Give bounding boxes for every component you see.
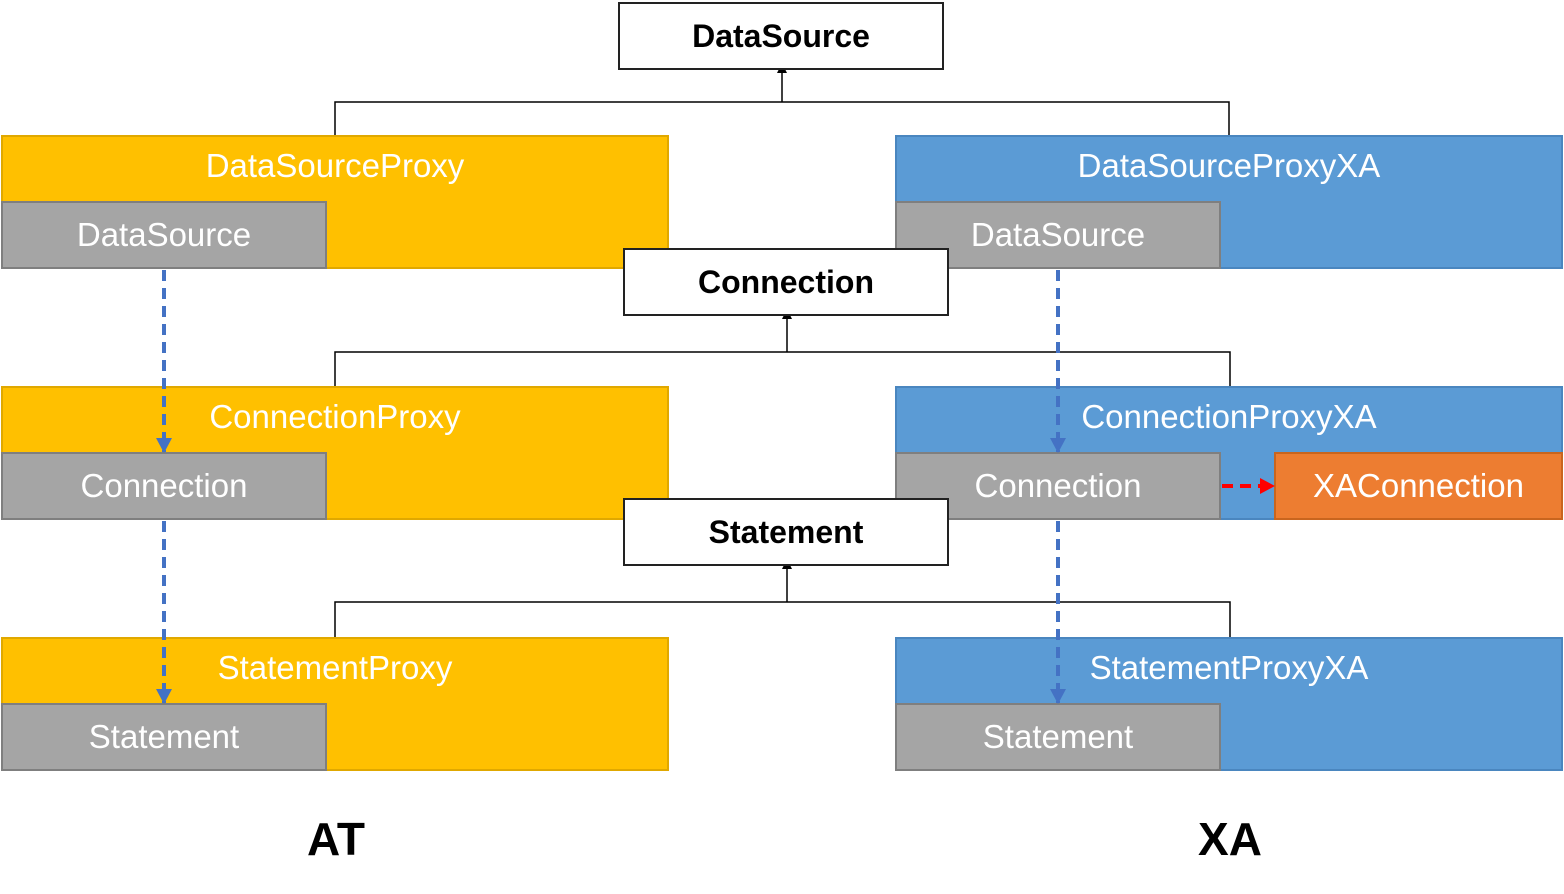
xa-column-label: XA	[1130, 805, 1330, 873]
connection-interface-box: Connection	[623, 248, 949, 316]
datasource-interface-box: DataSource	[618, 2, 944, 70]
xa-connection-inner-label: Connection	[974, 467, 1142, 504]
at-statement-inner-box: Statement	[1, 703, 327, 771]
xa-statement-proxy-title: StatementProxyXA	[1089, 649, 1369, 686]
xa-datasource-proxy-title: DataSourceProxyXA	[1077, 147, 1381, 184]
at-label-text: AT	[307, 813, 365, 865]
at-connection-inner-box: Connection	[1, 452, 327, 520]
statement-inheritance-connector	[334, 559, 1231, 637]
xa-label-text: XA	[1198, 813, 1262, 865]
datasource-inheritance-connector	[334, 63, 1230, 135]
xa-datasource-inner-label: DataSource	[970, 216, 1146, 253]
connection-interface-label: Connection	[698, 263, 874, 300]
at-datasource-inner-label: DataSource	[76, 216, 252, 253]
at-datasource-proxy-title: DataSourceProxy	[205, 147, 465, 184]
xa-connection-proxy-title: ConnectionProxyXA	[1081, 398, 1377, 435]
at-datasource-inner-box: DataSource	[1, 201, 327, 269]
xa-datasource-inner-box: DataSource	[895, 201, 1221, 269]
xaconnection-box: XAConnection	[1274, 452, 1563, 520]
statement-interface-label: Statement	[708, 513, 864, 550]
at-statement-proxy-title: StatementProxy	[217, 649, 453, 686]
at-connection-inner-label: Connection	[80, 467, 248, 504]
xaconnection-label: XAConnection	[1313, 467, 1524, 504]
connection-inheritance-connector	[334, 309, 1231, 386]
xa-statement-inner-label: Statement	[982, 718, 1134, 755]
at-connection-proxy-title: ConnectionProxy	[209, 398, 461, 435]
datasource-interface-label: DataSource	[692, 17, 870, 54]
at-statement-inner-label: Statement	[88, 718, 240, 755]
xa-connection-inner-box: Connection	[895, 452, 1221, 520]
at-column-label: AT	[236, 805, 436, 873]
xa-statement-inner-box: Statement	[895, 703, 1221, 771]
statement-interface-box: Statement	[623, 498, 949, 566]
